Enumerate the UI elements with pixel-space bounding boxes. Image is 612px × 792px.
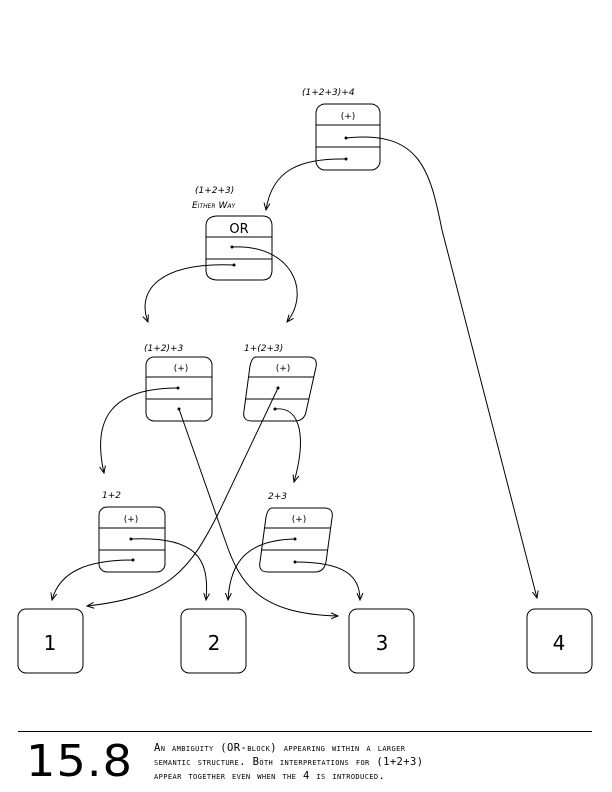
leaf-3: 3: [348, 608, 415, 674]
node-sum23-label: 2+3: [268, 492, 287, 502]
arrow-left-assoc-to-3: [178, 408, 338, 616]
node-or-label-line1: (1+2+3): [195, 186, 234, 196]
leaf-3-value: 3: [376, 631, 389, 655]
arrows: [52, 136, 537, 616]
arrow-sum12-to-2: [130, 538, 207, 600]
node-sum23: 2+3 (+): [259, 492, 333, 573]
node-left-assoc: (1+2)+3 (+): [144, 344, 213, 422]
leaf-4-box: [526, 608, 593, 674]
arrow-right-assoc-to-sum23: [274, 408, 301, 482]
caption-rule: [18, 731, 592, 732]
node-left-assoc-operator: (+): [174, 364, 189, 374]
node-sum23-box: [259, 507, 333, 573]
node-left-assoc-label: (1+2)+3: [144, 344, 184, 354]
node-or-box: [205, 215, 273, 281]
figure-caption: An ambiguity (OR-block) appearing within…: [154, 742, 424, 782]
arrow-top-to-or: [266, 158, 347, 210]
leaf-3-box: [348, 608, 415, 674]
leaf-2-box: [180, 608, 247, 674]
leaf-2-value: 2: [208, 631, 221, 655]
node-top: (1+2+3)+4 (+): [302, 88, 381, 171]
node-sum23-operator: (+): [292, 515, 307, 525]
leaf-4: 4: [526, 608, 593, 674]
node-right-assoc: 1+(2+3) (+): [243, 344, 317, 422]
node-or-operator: OR: [229, 222, 248, 237]
arrow-sum12-to-1: [52, 559, 134, 600]
node-sum12-label: 1+2: [102, 491, 121, 501]
node-sum12-box: [98, 506, 166, 573]
leaf-1: 1: [17, 608, 84, 674]
leaf-1-value: 1: [44, 631, 57, 655]
node-top-operator: (+): [341, 112, 356, 122]
node-top-label: (1+2+3)+4: [302, 88, 355, 98]
arrow-sum23-to-2: [228, 538, 296, 600]
leaf-4-value: 4: [553, 631, 566, 655]
node-top-box: [315, 103, 381, 171]
leaf-2: 2: [180, 608, 247, 674]
arrow-sum23-to-3: [294, 561, 360, 600]
node-right-assoc-operator: (+): [276, 364, 291, 374]
arrow-or-to-right-assoc: [231, 246, 298, 322]
node-right-assoc-label: 1+(2+3): [244, 344, 283, 354]
arrow-left-assoc-to-sum12: [101, 387, 179, 473]
node-sum12: 1+2 (+): [98, 491, 166, 573]
leaf-1-box: [17, 608, 84, 674]
arrow-top-to-4: [345, 136, 537, 598]
node-sum12-operator: (+): [124, 515, 139, 525]
node-left-assoc-box: [145, 356, 213, 422]
arrow-or-to-left-assoc: [145, 264, 235, 322]
node-right-assoc-box: [243, 356, 317, 422]
node-or-label-line2: Either Way: [192, 201, 236, 211]
figure-number: 15.8: [26, 736, 134, 787]
arrow-right-assoc-to-1: [87, 387, 279, 606]
